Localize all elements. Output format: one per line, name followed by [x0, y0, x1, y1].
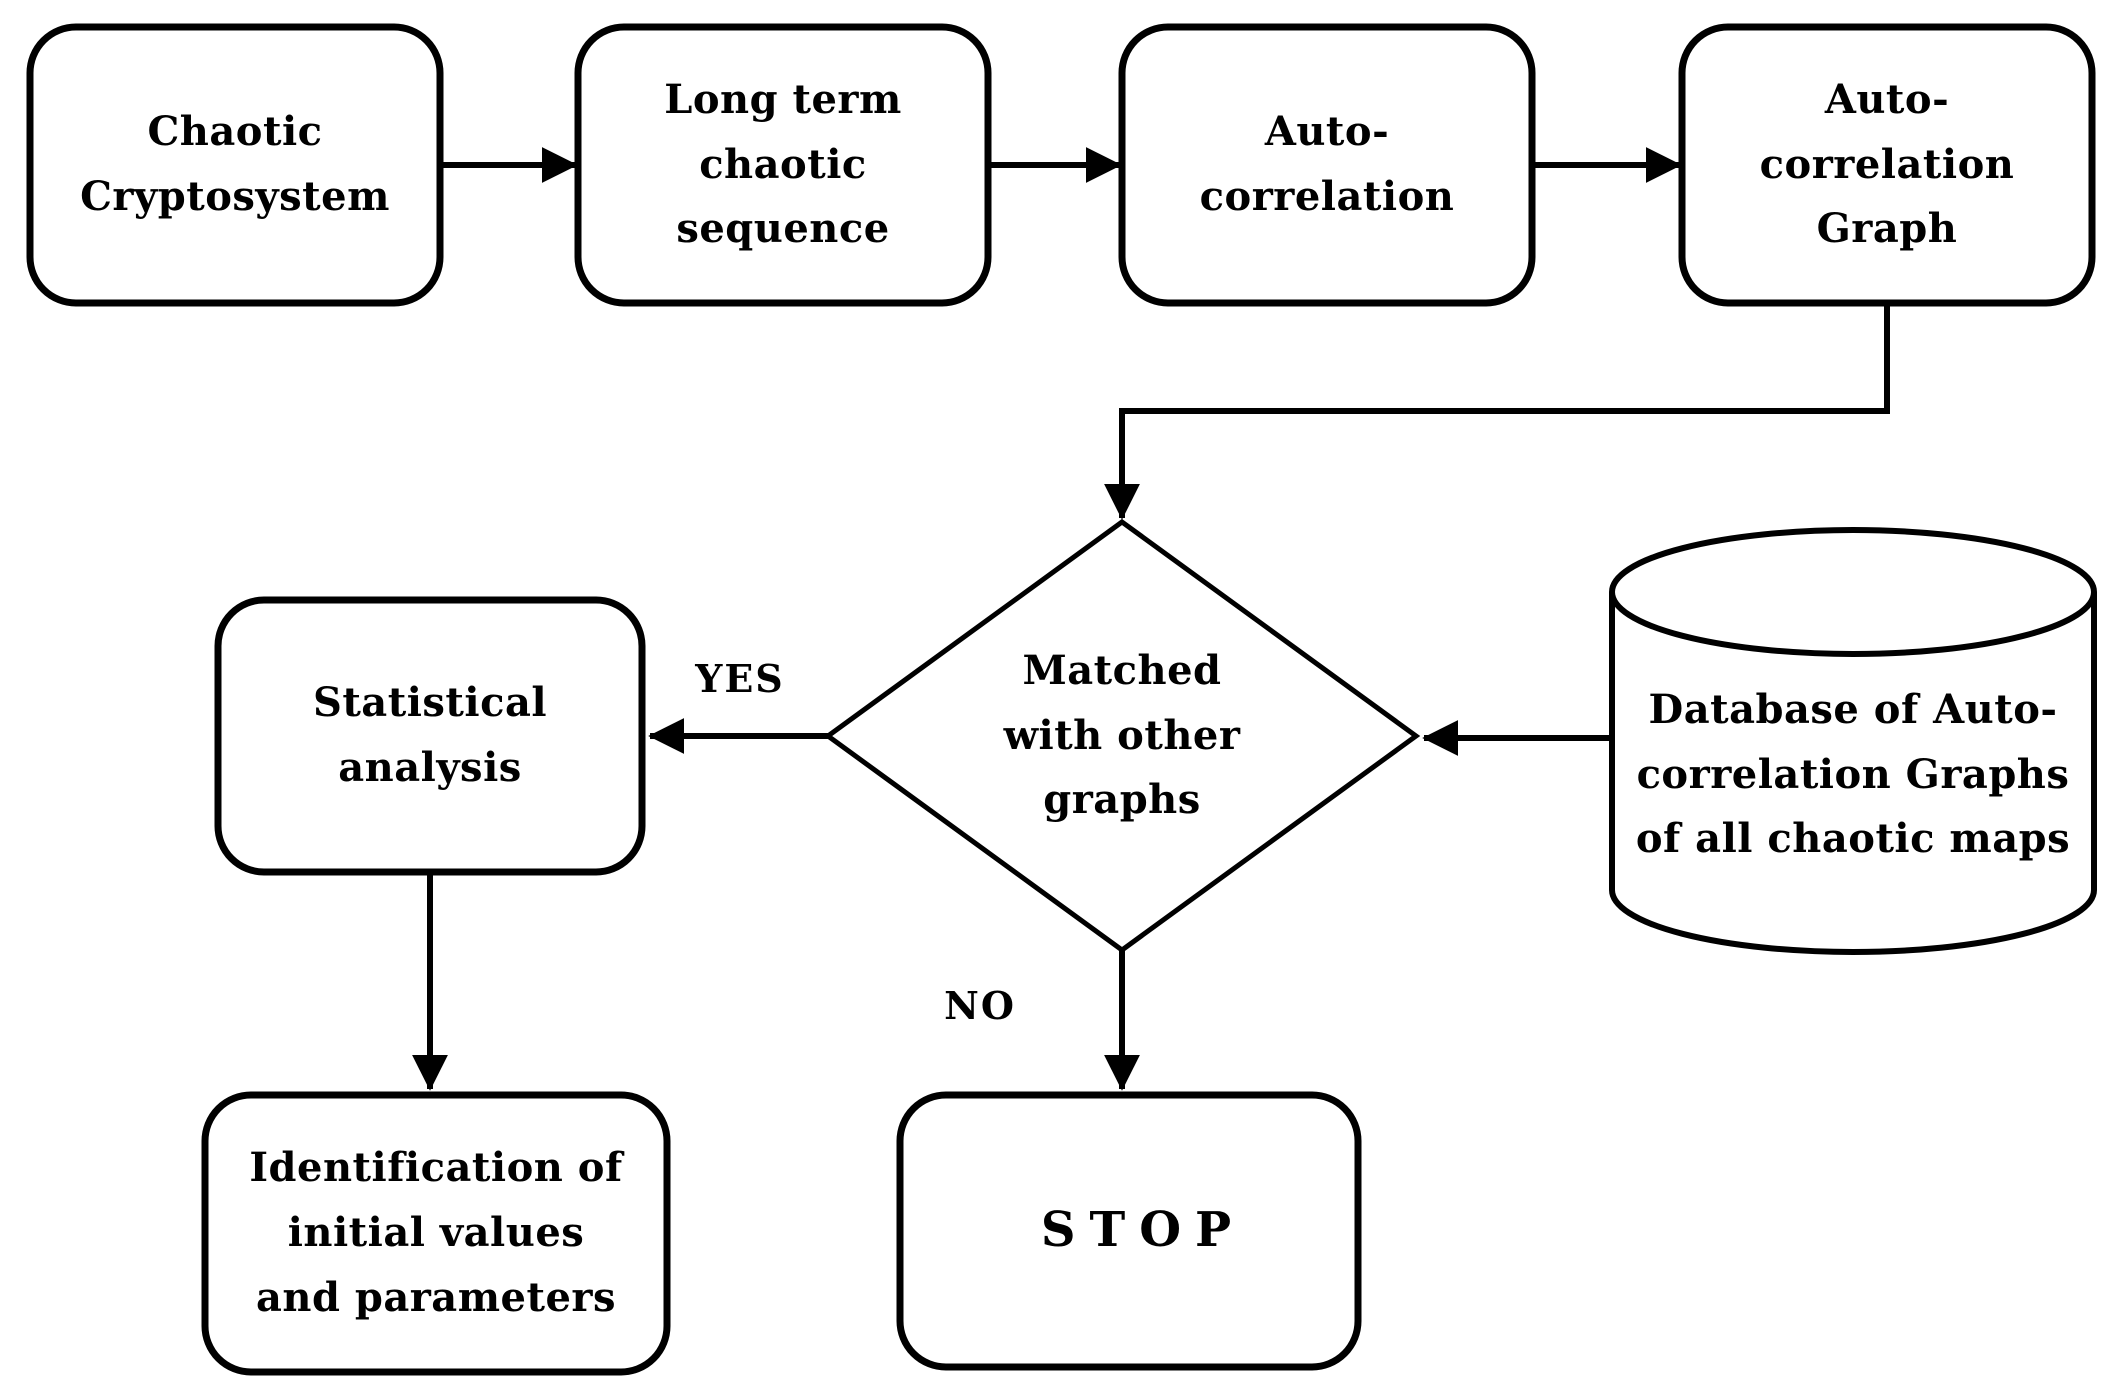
box-identification-shape [201, 1091, 671, 1376]
box-stop-shape [896, 1091, 1362, 1371]
arrow-graph-to-decision [1104, 303, 1890, 520]
box-autocorrelation-shape [1118, 23, 1536, 307]
decision-diamond-shape [823, 518, 1421, 954]
box-chaotic-cryptosystem-shape [26, 23, 444, 307]
database-cylinder-rim [1609, 591, 2097, 657]
box-long-term-sequence-shape [574, 23, 992, 307]
database-cylinder-shape [1609, 527, 2097, 955]
box-autocorrelation-graph-shape [1678, 23, 2096, 307]
box-statistical-analysis-shape [214, 596, 646, 876]
